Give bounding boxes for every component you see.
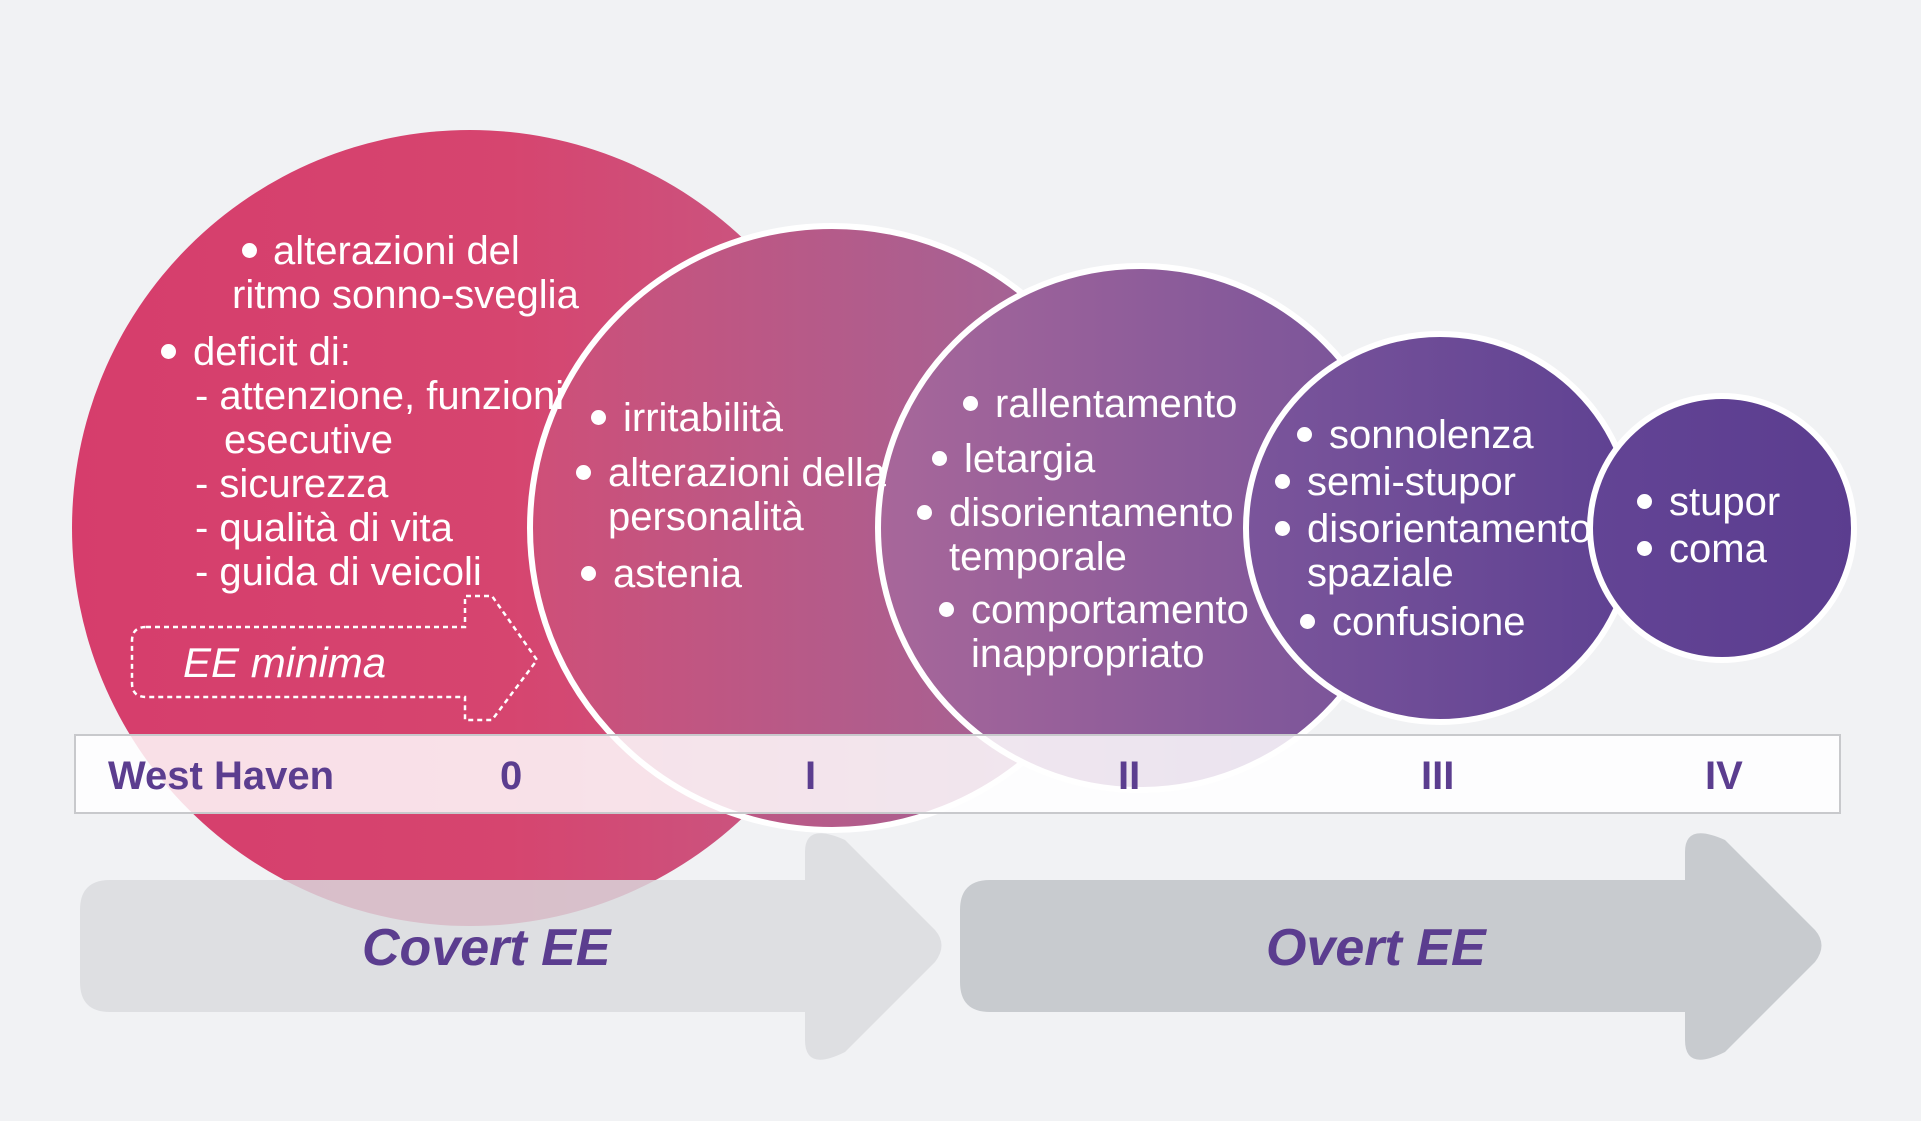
stage-0-sub-4: - guida di veicoli <box>195 550 482 594</box>
overt-ee-label: Overt EE <box>1266 919 1486 977</box>
overt-ee-arrow <box>960 833 1822 1060</box>
stage-2-item-1: rallentamento <box>995 382 1238 426</box>
grade-iv: IV <box>1705 754 1743 798</box>
bullet-dot <box>591 410 606 425</box>
stage-4-circle <box>1587 393 1857 663</box>
stage-4-item-2: coma <box>1669 527 1767 571</box>
stage-0-sub-3: - qualità di vita <box>195 506 453 550</box>
grade-0: 0 <box>500 754 523 798</box>
ee-minima-dashed-arrow <box>130 594 539 722</box>
bullet-dot <box>917 505 932 520</box>
stage-0-sub-2: - sicurezza <box>195 462 389 506</box>
bullet-dot <box>161 344 176 359</box>
stage-0-bullet-1-line-2: ritmo sonno-sveglia <box>232 273 579 317</box>
stage-3-item-2: semi-stupor <box>1307 460 1516 504</box>
grade-i: I <box>805 754 817 798</box>
ee-minima-label: EE minima <box>183 639 387 686</box>
bullet-dot <box>1297 427 1312 442</box>
stage-0-sub-1: - attenzione, funzioni <box>195 374 565 418</box>
stage-3-item-1: sonnolenza <box>1329 413 1534 457</box>
bullet-dot <box>1300 614 1315 629</box>
stage-3-item-3-line-1: disorientamento <box>1307 507 1592 551</box>
grade-ii: II <box>1118 754 1141 798</box>
bullet-dot <box>581 566 596 581</box>
covert-ee-label: Covert EE <box>362 919 611 977</box>
stage-0-bullet-2: deficit di: <box>193 330 351 374</box>
bullet-dot <box>576 465 591 480</box>
stage-4-item-1: stupor <box>1669 480 1781 524</box>
stage-3-item-3-line-2: spaziale <box>1307 551 1454 595</box>
stage-2-item-3-line-2: temporale <box>949 535 1127 579</box>
stage-2-item-2: letargia <box>964 437 1096 481</box>
stage-2-item-4-line-2: inappropriato <box>971 632 1205 676</box>
bullet-dot <box>242 243 257 258</box>
stage-1-item-3: astenia <box>613 552 742 596</box>
stage-0-sub-1-cont: esecutive <box>224 418 393 462</box>
stage-2-item-4-line-1: comportamento <box>971 588 1249 632</box>
stage-1-item-2-line-1: alterazioni della <box>608 451 886 495</box>
west-haven-scale-band <box>74 734 1841 814</box>
bullet-dot <box>1275 521 1290 536</box>
bullet-dot <box>963 396 978 411</box>
bullet-dot <box>1275 474 1290 489</box>
stage-1-item-1: irritabilità <box>623 396 784 440</box>
west-haven-label: West Haven <box>108 754 335 798</box>
bullet-dot <box>1637 541 1652 556</box>
bullet-dot <box>932 451 947 466</box>
stage-0-bullet-1-line-1: alterazioni del <box>273 229 520 273</box>
grade-iii: III <box>1421 754 1455 798</box>
stage-3-item-4: confusione <box>1332 600 1526 644</box>
stage-1-item-2-line-2: personalità <box>608 495 804 539</box>
bullet-dot <box>1637 494 1652 509</box>
stage-2-item-3-line-1: disorientamento <box>949 491 1234 535</box>
covert-ee-arrow <box>80 833 942 1060</box>
bullet-dot <box>939 602 954 617</box>
